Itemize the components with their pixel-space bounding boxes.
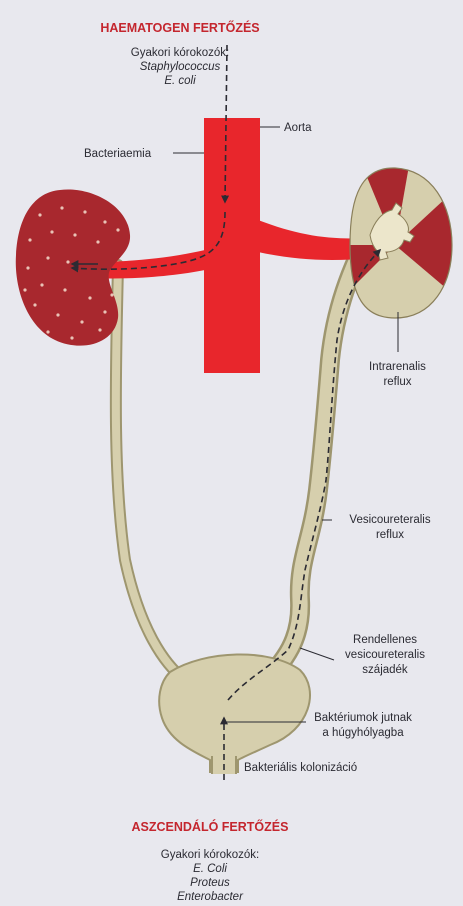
right-kidney xyxy=(350,167,452,318)
haematogen-organism: Staphylococcus xyxy=(139,61,221,73)
rendellenes-label: Rendellenes xyxy=(353,634,417,646)
haematogen-organism: E. coli xyxy=(164,75,196,87)
vesicoureteralis-label: Vesicoureteralis xyxy=(349,514,431,526)
reflux-path xyxy=(227,248,382,701)
rendellenes-label-line2: vesicoureteralis xyxy=(345,649,425,661)
vesicoureteralis-label-line2: reflux xyxy=(375,529,405,541)
aorta xyxy=(204,118,260,373)
leader-lines xyxy=(173,126,399,723)
rendellenes-label-line3: szájadék xyxy=(362,664,408,676)
left-ureter xyxy=(109,259,191,686)
aszcendalo-organism: Enterobacter xyxy=(177,891,243,903)
bakteriumok-label-line2: a húgyhólyagba xyxy=(322,727,404,739)
kolonizacio-label: Bakteriális kolonizáció xyxy=(244,762,358,774)
bakteriumok-label: Baktériumok jutnak xyxy=(314,712,412,724)
aszcendalo-organism: Proteus xyxy=(190,877,230,889)
aorta-label: Aorta xyxy=(284,122,312,134)
haematogen-heading: HAEMATOGEN FERTŐZÉS xyxy=(100,21,260,35)
right-renal-artery xyxy=(258,220,372,260)
aszcendalo-heading: ASZCENDÁLÓ FERTŐZÉS xyxy=(131,820,289,834)
bacteriaemia-path xyxy=(70,211,226,273)
left-renal-artery xyxy=(92,228,205,279)
aszcendalo-organisms-label: Gyakori kórokozók: xyxy=(160,849,260,861)
infection-dots xyxy=(23,206,120,340)
bacteriaemia-label: Bacteriaemia xyxy=(84,148,152,160)
intrarenalis-label-line2: reflux xyxy=(383,376,412,388)
haematogen-organisms-label: Gyakori kórokozók: xyxy=(130,47,230,59)
aszcendalo-organism: E. Coli xyxy=(193,863,227,875)
haematogen-path xyxy=(221,44,230,204)
bladder xyxy=(158,653,311,773)
intrarenalis-label: Intrarenalis xyxy=(369,361,426,373)
